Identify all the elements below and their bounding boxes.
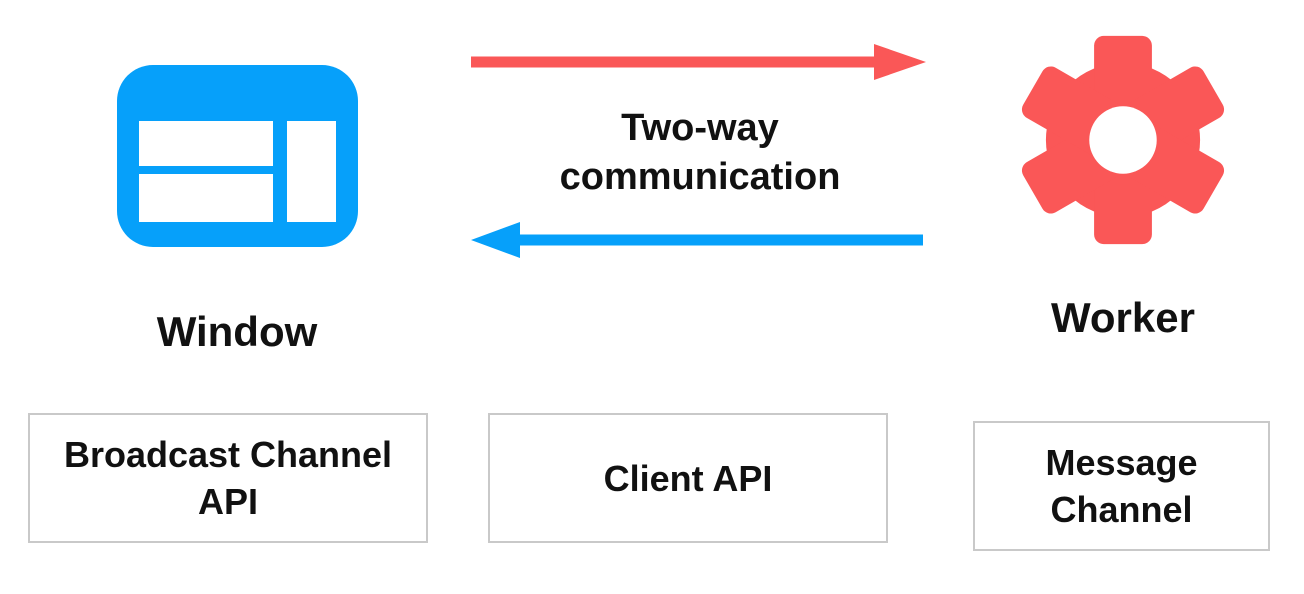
gear-icon [1021, 35, 1225, 245]
arrow-left-icon [471, 222, 923, 258]
window-icon-pane-top [139, 121, 273, 166]
arrow-left-head [471, 222, 520, 258]
message-channel-label: Message Channel [1045, 442, 1198, 530]
client-api-label: Client API [603, 457, 773, 499]
window-label: Window [156, 308, 318, 355]
communication-label: Two-way communication [559, 107, 841, 198]
arrow-right-head [874, 44, 926, 80]
client-api-box: Client API [488, 413, 888, 543]
message-channel-box: Message Channel [973, 421, 1270, 551]
window-icon-pane-side [287, 121, 336, 222]
worker-label: Worker [1051, 294, 1195, 341]
window-icon [117, 65, 358, 247]
broadcast-channel-api-box: Broadcast Channel API [28, 413, 428, 543]
arrow-right-icon [471, 44, 926, 80]
gear-icon-hole [1089, 106, 1157, 174]
window-icon-pane-bottom [139, 174, 273, 222]
broadcast-channel-api-label: Broadcast Channel API [63, 434, 393, 522]
